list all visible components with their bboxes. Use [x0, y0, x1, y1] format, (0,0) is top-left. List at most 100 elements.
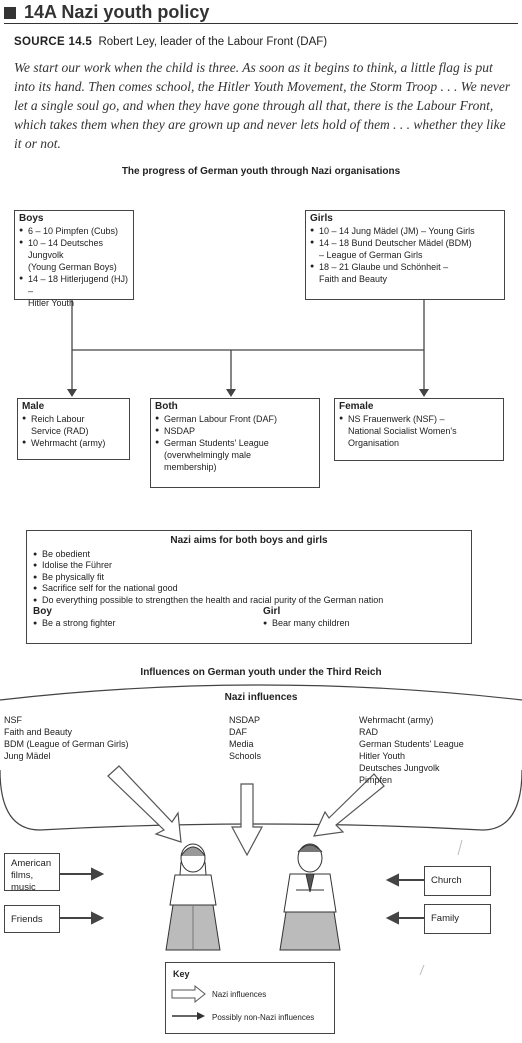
progress-connectors — [67, 300, 429, 397]
arrow-right-icon — [91, 867, 105, 881]
american-films-box: American films, music — [4, 853, 60, 893]
influences-heading: Influences on German youth under the Thi… — [140, 667, 382, 678]
female-box: Female NS Frauenwerk (NSF) – National So… — [334, 398, 504, 461]
nazi-arrow-left-icon — [107, 765, 182, 843]
aims-girl-label: Girl — [263, 606, 281, 617]
key-box: Key Nazi influences Possibly non-Nazi in… — [165, 962, 335, 1034]
arrow-both-icon — [226, 389, 236, 397]
female-title: Female — [339, 401, 374, 412]
section-header: 14A Nazi youth policy — [4, 2, 518, 24]
boys-item-cont: Hitler Youth — [28, 298, 75, 308]
influence-item: NSF — [4, 715, 22, 725]
influence-item: NSDAP — [229, 715, 261, 725]
arrow-left-icon — [385, 911, 399, 925]
influence-col-1: NSF Faith and Beauty BDM (League of Germ… — [4, 714, 129, 762]
influence-item: Faith and Beauty — [4, 727, 73, 737]
female-item-cont: Organisation — [348, 438, 400, 448]
girls-item-cont: Faith and Beauty — [319, 274, 388, 284]
key-title: Key — [173, 969, 190, 979]
friends-box: Friends — [4, 905, 60, 933]
key-nazi-label: Nazi influences — [212, 990, 267, 999]
aims-item: Idolise the Führer — [33, 560, 465, 572]
female-item: NS Frauenwerk (NSF) – — [339, 413, 499, 425]
arrow-male-icon — [67, 389, 77, 397]
male-item: Reich Labour — [22, 413, 125, 425]
girls-item: 14 – 18 Bund Deutscher Mädel (BDM) — [310, 237, 500, 249]
boys-item-cont: (Young German Boys) — [28, 262, 117, 272]
aims-box: Nazi aims for both boys and girls Be obe… — [26, 530, 472, 644]
nazi-arrow-center-icon — [230, 783, 264, 857]
girls-item: 10 – 14 Jung Mädel (JM) – Young Girls — [310, 225, 500, 237]
girls-title: Girls — [310, 213, 333, 224]
female-item-cont: National Socialist Women's — [348, 426, 457, 436]
aims-item: Do everything possible to strengthen the… — [33, 595, 465, 607]
influence-col-2: NSDAP DAF Media Schools — [229, 714, 261, 762]
girl-figure-icon — [165, 843, 221, 951]
nazi-arrow-right-icon — [312, 773, 385, 837]
influence-item: Media — [229, 739, 254, 749]
aims-girl-item: Bear many children — [263, 618, 463, 630]
nazi-influences-title: Nazi influences — [224, 692, 298, 703]
aims-item: Be physically fit — [33, 572, 465, 584]
girls-item: 18 – 21 Glaube und Schönheit – — [310, 261, 500, 273]
side-box-line: Church — [431, 875, 462, 886]
influence-item: Hitler Youth — [359, 751, 406, 761]
boys-item: 6 – 10 Pimpfen (Cubs) — [19, 225, 129, 237]
boys-box: Boys 6 – 10 Pimpfen (Cubs) 10 – 14 Deuts… — [14, 210, 134, 308]
source-quote: We start our work when the child is thre… — [14, 60, 511, 151]
influence-item: Schools — [229, 751, 262, 761]
key-non-nazi-label: Possibly non-Nazi influences — [212, 1013, 315, 1022]
side-box-line: Family — [431, 913, 459, 924]
influence-item: DAF — [229, 727, 247, 737]
aims-title: Nazi aims for both boys and girls — [170, 535, 328, 546]
influence-item: Deutsches Jungvolk — [359, 763, 440, 773]
nazi-arrow-icons — [107, 765, 385, 857]
source-attribution: Robert Ley, leader of the Labour Front (… — [98, 36, 328, 48]
male-item-cont: Service (RAD) — [31, 426, 89, 436]
both-item: German Students' League — [155, 437, 315, 449]
arrow-right-icon — [91, 911, 105, 925]
side-box-line: American — [11, 858, 52, 869]
influence-item: Wehrmacht (army) — [359, 715, 434, 725]
both-title: Both — [155, 401, 178, 412]
arrow-left-icon — [385, 873, 399, 887]
nazi-influence-top-arc — [0, 684, 522, 701]
source-label: SOURCE 14.5 — [14, 36, 93, 48]
aims-item: Sacrifice self for the national good — [33, 583, 465, 595]
both-item-cont: (overwhelmingly male — [164, 450, 252, 460]
section-title: 14A Nazi youth policy — [24, 2, 210, 22]
both-item: NSDAP — [155, 425, 315, 437]
both-item-cont: membership) — [164, 462, 217, 472]
non-nazi-arrows — [60, 867, 424, 925]
arrow-female-icon — [419, 389, 429, 397]
influence-item: German Students' League — [359, 739, 464, 749]
section-marker-icon — [4, 7, 16, 19]
influence-item: Jung Mädel — [4, 751, 51, 761]
source-line: SOURCE 14.5 Robert Ley, leader of the La… — [14, 36, 327, 48]
influence-col-3: Wehrmacht (army) RAD German Students' Le… — [359, 714, 464, 786]
side-box-line: Friends — [11, 914, 43, 925]
boys-item: 10 – 14 Deutsches Jungvolk — [19, 237, 129, 261]
nazi-influence-bottom-arc — [39, 823, 483, 831]
boys-item: 14 – 18 Hitlerjugend (HJ) – — [19, 273, 129, 297]
girls-item-cont: – League of German Girls — [319, 250, 423, 260]
side-box-line: films, music — [11, 870, 36, 893]
boys-title: Boys — [19, 213, 44, 224]
family-box: Family — [424, 904, 491, 934]
boy-figure-icon — [279, 843, 341, 951]
male-box: Male Reich Labour Service (RAD) Wehrmach… — [17, 398, 130, 460]
aims-boy-label: Boy — [33, 606, 52, 617]
male-title: Male — [22, 401, 45, 412]
influence-item: RAD — [359, 727, 379, 737]
progress-heading: The progress of German youth through Naz… — [121, 166, 401, 177]
influence-item: Pimpfen — [359, 775, 393, 785]
key-nazi-arrow-icon — [171, 984, 206, 1004]
girls-box: Girls 10 – 14 Jung Mädel (JM) – Young Gi… — [305, 210, 505, 300]
both-box: Both German Labour Front (DAF) NSDAP Ger… — [150, 398, 320, 488]
church-box: Church — [424, 866, 491, 896]
male-item: Wehrmacht (army) — [22, 437, 125, 449]
aims-item: Be obedient — [33, 549, 465, 561]
both-item: German Labour Front (DAF) — [155, 413, 315, 425]
aims-boy-item: Be a strong fighter — [33, 618, 233, 630]
